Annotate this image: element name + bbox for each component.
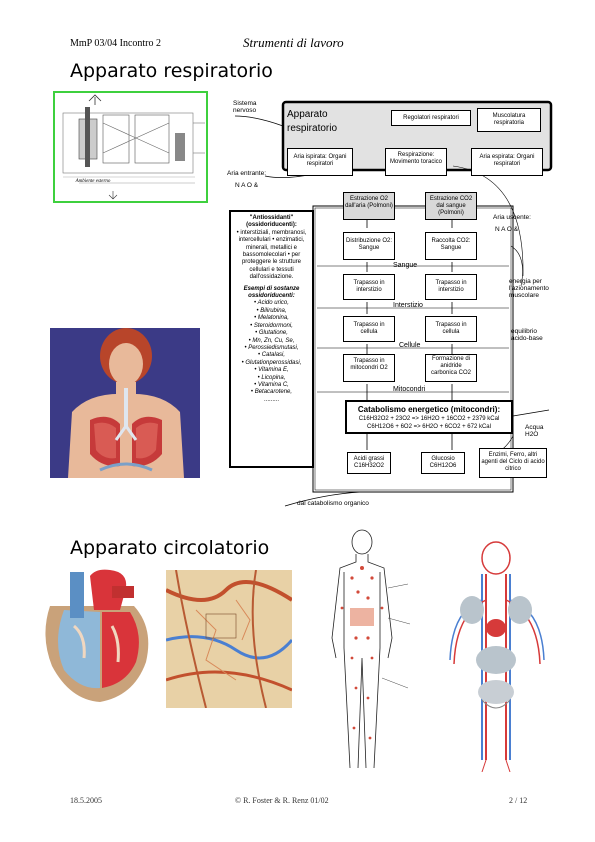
box-trapasso-cell-2: Trapasso in cellula xyxy=(425,316,477,342)
label-equilibrio: equilibrio acido-base xyxy=(511,328,543,342)
body-lymph-illustration xyxy=(322,528,412,778)
antiox-examples-title: Esempi di sostanze ossidoriducenti: xyxy=(243,285,300,300)
antiox-item: • Betacarotene, xyxy=(250,389,293,396)
capillaries-illustration xyxy=(166,570,292,708)
box-formazione: Formazione di anidride carbonica CO2 xyxy=(425,354,477,382)
label-aria-entrante: Aria entrante: xyxy=(227,170,267,177)
label-apparato-title: Apparato respiratorio xyxy=(287,109,338,134)
catabolismo-eq1: C16H32O2 + 23O2 => 16H2O + 16CO2 + 2379 … xyxy=(358,416,500,422)
antiox-item: • Perossiedismutasi, xyxy=(244,344,299,351)
antiox-item: • Mn, Zn, Cu, Se, xyxy=(248,337,295,344)
label-sistema-nervoso: Sistema nervoso xyxy=(233,100,257,114)
antiox-item: • Glutatione, xyxy=(255,330,288,337)
antiox-item: • Vitamina C, xyxy=(254,381,289,388)
box-raccolta: Raccolta CO2: Sangue xyxy=(425,232,477,260)
box-regolatori: Regolatori respiratori xyxy=(391,110,471,126)
label-energia: energia per l'azionamento muscolare xyxy=(509,278,549,299)
catabolismo-title: Catabolismo energetico (mitocondri): xyxy=(357,405,501,414)
label-interstizio: Interstizio xyxy=(393,302,423,309)
label-dal-catabolismo: dal catabolismo organico xyxy=(297,500,369,507)
box-trapasso-int-2: Trapasso in interstizio xyxy=(425,274,477,300)
antioxidants-box: "Antiossidanti" (ossidoriducenti): • int… xyxy=(229,210,314,468)
section-title-circolatorio: Apparato circolatorio xyxy=(70,537,270,559)
box-respirazione: Respirazione: Movimento toracico xyxy=(385,148,447,176)
box-muscolatura: Muscolatura respiratoria xyxy=(477,108,541,132)
torso-lungs-illustration xyxy=(50,328,200,478)
box-aria-ispirata: Aria ispirata: Organi respiratori xyxy=(287,148,353,176)
antiox-item: • Acido urico, xyxy=(254,300,289,307)
antiox-item: • Bilirubina, xyxy=(256,307,287,314)
label-sangue: Sangue xyxy=(393,262,418,269)
box-estrazione-co2: Estrazione CO2 dal sangue (Polmoni) xyxy=(425,192,477,220)
antiox-item: ......... xyxy=(263,396,279,403)
antiox-item: • Vitamina E, xyxy=(254,367,289,374)
box-glucosio: Glucosio C6H12O6 xyxy=(421,452,465,474)
box-trapasso-mito: Trapasso in mitocondri O2 xyxy=(343,354,395,382)
footer-page: 2 / 12 xyxy=(509,796,528,805)
antiox-title: "Antiossidanti" (ossidoriducenti): xyxy=(246,215,297,229)
header-left: MmP 03/04 Incontro 2 xyxy=(70,38,162,49)
box-trapasso-int-1: Trapasso in interstizio xyxy=(343,274,395,300)
label-cellule: Cellule xyxy=(399,342,421,349)
label-aria-uscente: Aria uscente: xyxy=(493,214,531,221)
footer-date: 18.5.2005 xyxy=(70,796,102,805)
label-naos-in: N A O & xyxy=(235,182,259,189)
header-title: Strumenti di lavoro xyxy=(243,35,344,50)
box-catabolismo: Catabolismo energetico (mitocondri): C16… xyxy=(345,400,513,434)
antiox-body: • interstiziali, membranosi, intercellul… xyxy=(236,229,307,281)
schema-sketch xyxy=(62,94,205,200)
box-acidi-grassi: Acidi grassi C16H32O2 xyxy=(347,452,391,474)
antiox-item: • Licopina, xyxy=(257,374,286,381)
respiratory-schema-thumbnail: Ambiente esterno xyxy=(53,91,208,203)
respiratory-flow-diagram: Sistema nervoso Apparato respiratorio Re… xyxy=(225,96,555,526)
section-title-respiratorio: Apparato respiratorio xyxy=(70,60,273,82)
catabolismo-eq2: C6H12O6 + 6O2 => 6H2O + 6CO2 + 672 kCal xyxy=(367,424,491,430)
box-estrazione-o2: Estrazione O2 dall'aria (Polmoni) xyxy=(343,192,395,220)
label-mitocondri: Mitocondri xyxy=(393,386,426,393)
antiox-item: • Glutationperossidasi, xyxy=(241,359,302,366)
footer-copyright: © R. Foster & R. Renz 01/02 xyxy=(235,796,329,805)
label-naos-out: N A O & xyxy=(495,226,519,233)
box-trapasso-cell-1: Trapasso in cellula xyxy=(343,316,395,342)
box-enzimi: Enzimi, Ferro, altri agenti del Ciclo di… xyxy=(479,448,547,478)
box-aria-espirata: Aria espirata: Organi respiratori xyxy=(471,148,543,176)
antiox-item: • Steroidormoni, xyxy=(250,322,293,329)
antiox-item: • Melatonina, xyxy=(254,315,289,322)
heart-illustration xyxy=(30,566,155,706)
box-distribuzione: Distribuzione O2: Sangue xyxy=(343,232,395,260)
antiox-item: • Catalasi, xyxy=(257,352,286,359)
circulation-schema-illustration xyxy=(442,540,552,773)
thumb-label-ambiente: Ambiente esterno xyxy=(75,179,111,184)
label-acqua: Acqua H2O xyxy=(525,424,544,438)
